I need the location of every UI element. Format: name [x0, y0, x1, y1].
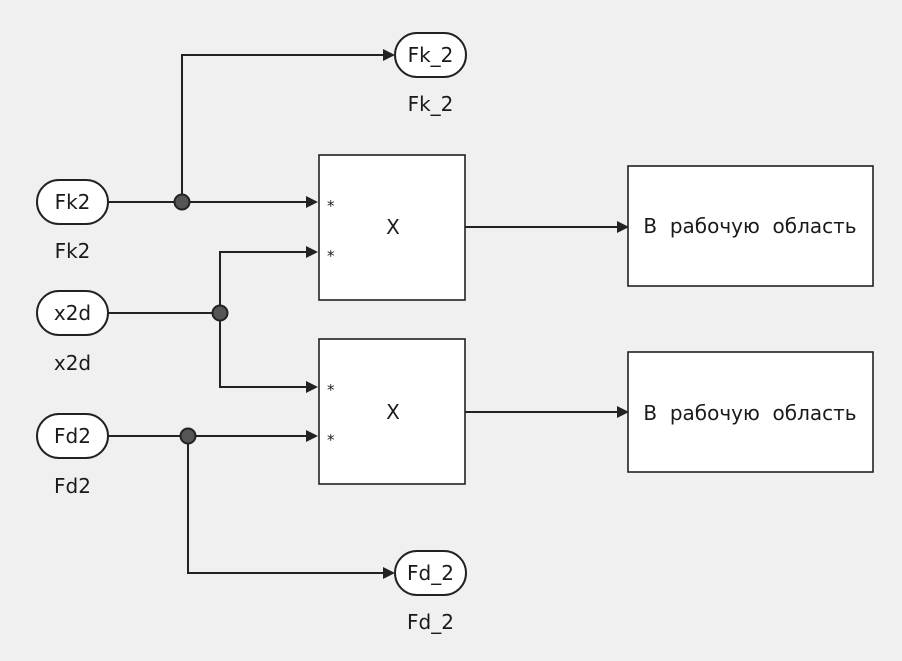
product-2-sign-2: *	[327, 431, 335, 449]
junction-x2d	[211, 304, 229, 322]
to-workspace-block-1[interactable]: В рабочую область	[627, 165, 874, 287]
arrowhead-workspace2	[617, 406, 629, 418]
inport-fk2-text: Fk2	[55, 190, 91, 214]
product-1-sign-2: *	[327, 247, 335, 265]
inport-fd2-text: Fd2	[54, 424, 91, 448]
to-workspace-block-2[interactable]: В рабочую область	[627, 351, 874, 473]
outport-fd_2-label: Fd_2	[407, 610, 454, 634]
arrowhead-fk_2	[383, 49, 395, 61]
arrowhead-fd_2	[383, 567, 395, 579]
outport-fk_2-label: Fk_2	[408, 92, 454, 116]
wire-x2d-to-product2	[219, 313, 310, 388]
arrowhead-product2-in1	[306, 381, 318, 393]
arrowhead-workspace1	[617, 221, 629, 233]
junction-fk2	[173, 193, 191, 211]
to-workspace-1-text: В рабочую область	[643, 214, 856, 238]
outport-fd_2-text: Fd_2	[407, 561, 454, 585]
product-2-sign-1: *	[327, 381, 335, 399]
inport-x2d-label: x2d	[54, 351, 91, 375]
product-block-1[interactable]: * * X	[318, 154, 466, 301]
outport-fk_2-text: Fk_2	[408, 43, 454, 67]
product-2-symbol: X	[386, 400, 400, 424]
inport-x2d[interactable]: x2d	[36, 290, 109, 336]
inport-x2d-text: x2d	[54, 301, 91, 325]
junction-fd2	[179, 427, 197, 445]
inport-fd2[interactable]: Fd2	[36, 413, 109, 459]
arrowhead-product1-in2	[306, 246, 318, 258]
inport-fd2-label: Fd2	[54, 474, 91, 498]
wire-fk2-to-fk_2	[181, 54, 386, 202]
outport-fk_2[interactable]: Fk_2	[394, 32, 467, 78]
wire-fd2-to-fd_2	[187, 436, 386, 574]
arrowhead-product2-in2	[306, 430, 318, 442]
product-1-symbol: X	[386, 215, 400, 239]
product-block-2[interactable]: * * X	[318, 338, 466, 485]
inport-fk2-label: Fk2	[55, 239, 91, 263]
to-workspace-2-text: В рабочую область	[643, 401, 856, 425]
arrowhead-product1-in1	[306, 196, 318, 208]
outport-fd_2[interactable]: Fd_2	[394, 550, 467, 596]
inport-fk2[interactable]: Fk2	[36, 179, 109, 225]
wire-x2d-to-product1	[219, 251, 310, 313]
product-1-sign-1: *	[327, 197, 335, 215]
